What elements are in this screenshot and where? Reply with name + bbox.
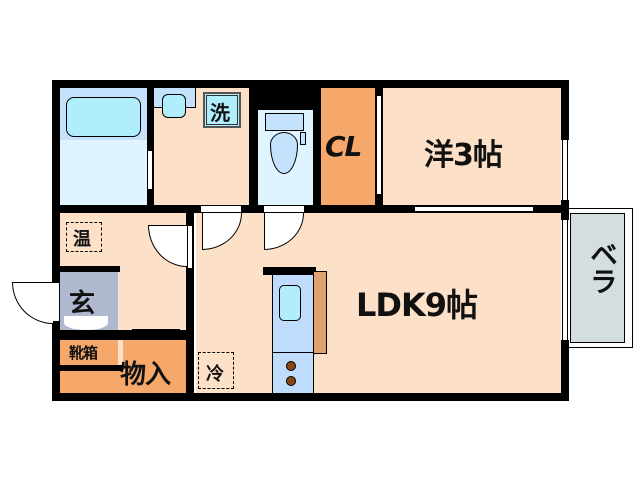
front-door-frame (52, 282, 60, 322)
washroom-door (201, 206, 241, 212)
western-room (383, 88, 561, 205)
toilet-tank (265, 113, 304, 131)
kitchen-side-panel (313, 271, 327, 354)
bath-door (147, 150, 153, 190)
closet (321, 88, 375, 205)
toilet-door (264, 206, 304, 212)
shoe-box (60, 340, 118, 365)
wall-wash-toilet (249, 80, 258, 210)
counter-divider (272, 352, 314, 353)
wash-basin-icon (162, 94, 186, 118)
wall-shoebox-bottom (52, 365, 123, 371)
water-heater-label: 温 (73, 229, 91, 250)
closet-door (376, 95, 382, 195)
window (562, 140, 568, 200)
ldk (196, 213, 561, 393)
bathtub-icon (66, 97, 141, 137)
storage-label: 物入 (120, 360, 171, 390)
western-room-label: 洋3帖 (424, 138, 503, 173)
mid-wall (52, 205, 569, 213)
wall-toilet-cl (313, 80, 321, 210)
entrance-label: 玄 (69, 289, 95, 319)
kitchen-sink-icon (279, 285, 301, 321)
outer-wall-left (52, 80, 60, 400)
kitchen-counter-top (263, 267, 316, 275)
closet-label: CL (325, 130, 362, 163)
wall-bath-wash (147, 80, 154, 210)
storage-upper (123, 340, 186, 375)
balcony (570, 213, 625, 343)
balcony-label: ベラ (586, 240, 619, 294)
burner-icon (286, 361, 296, 371)
outer-wall-right-bottom (561, 340, 569, 401)
wall-hall-ldk (186, 213, 194, 401)
toilet-lever (300, 132, 306, 145)
wall-toilet-top (249, 80, 321, 110)
wall-entrance-top (52, 266, 120, 272)
step-line (64, 316, 108, 330)
washer-box (203, 92, 241, 128)
front-door-icon[interactable] (12, 282, 53, 324)
burner-icon (286, 376, 296, 386)
outer-wall-bottom (52, 393, 569, 401)
sliding-door (415, 206, 533, 212)
shoe-box-label: 靴箱 (69, 344, 98, 362)
fridge-box (198, 352, 234, 389)
storage (60, 370, 186, 393)
wall-entrance-bottom (52, 330, 188, 340)
washer-label: 洗 (210, 101, 230, 125)
fridge-label: 冷 (206, 364, 224, 385)
ldk-label: LDK9帖 (356, 286, 478, 324)
water-heater-box (66, 222, 102, 252)
outer-wall-right-top (561, 80, 569, 140)
window (562, 220, 568, 340)
ldk-door (187, 225, 193, 269)
